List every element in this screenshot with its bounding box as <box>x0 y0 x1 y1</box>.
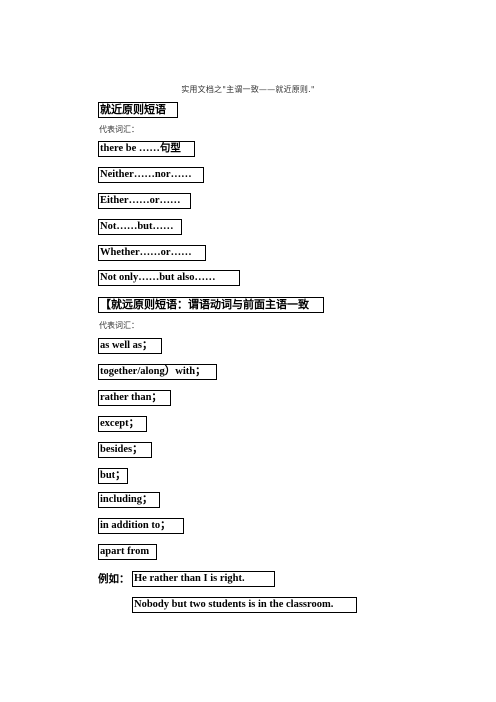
phrase-neither-nor: Neither……nor…… <box>98 167 204 183</box>
phrase-in-addition-to: in addition to； <box>98 518 184 534</box>
phrase-including: including； <box>98 492 160 508</box>
example-label: 例如： <box>98 573 130 585</box>
phrase-together-along-with: together/along）with； <box>98 364 217 380</box>
vocab-label: 代表词汇： <box>99 125 139 134</box>
phrase-besides: besides； <box>98 442 152 458</box>
phrase-as-well-as: as well as； <box>98 338 162 354</box>
phrase-whether-or: Whether……or…… <box>98 245 206 261</box>
example-sentence-2: Nobody but two students is in the classr… <box>132 597 357 613</box>
phrase-there-be: there be ……句型 <box>98 141 195 157</box>
phrase-either-or: Either……or…… <box>98 193 191 209</box>
phrase-apart-from: apart from <box>98 544 157 560</box>
phrase-not-but: Not……but…… <box>98 219 182 235</box>
phrase-rather-than: rather than； <box>98 390 171 406</box>
vocab-label-2: 代表词汇： <box>99 321 139 330</box>
phrase-but: but； <box>98 468 128 484</box>
example-sentence-1: He rather than I is right. <box>132 571 275 587</box>
section-title-near-principle: 就近原则短语 <box>98 102 178 118</box>
document-header: 实用文档之"主谓一致——就近原则." <box>181 85 315 94</box>
phrase-except: except； <box>98 416 147 432</box>
phrase-not-only-but-also: Not only……but also…… <box>98 270 240 286</box>
section-title-far-principle: 【就远原则短语：谓语动词与前面主语一致 <box>98 297 324 313</box>
